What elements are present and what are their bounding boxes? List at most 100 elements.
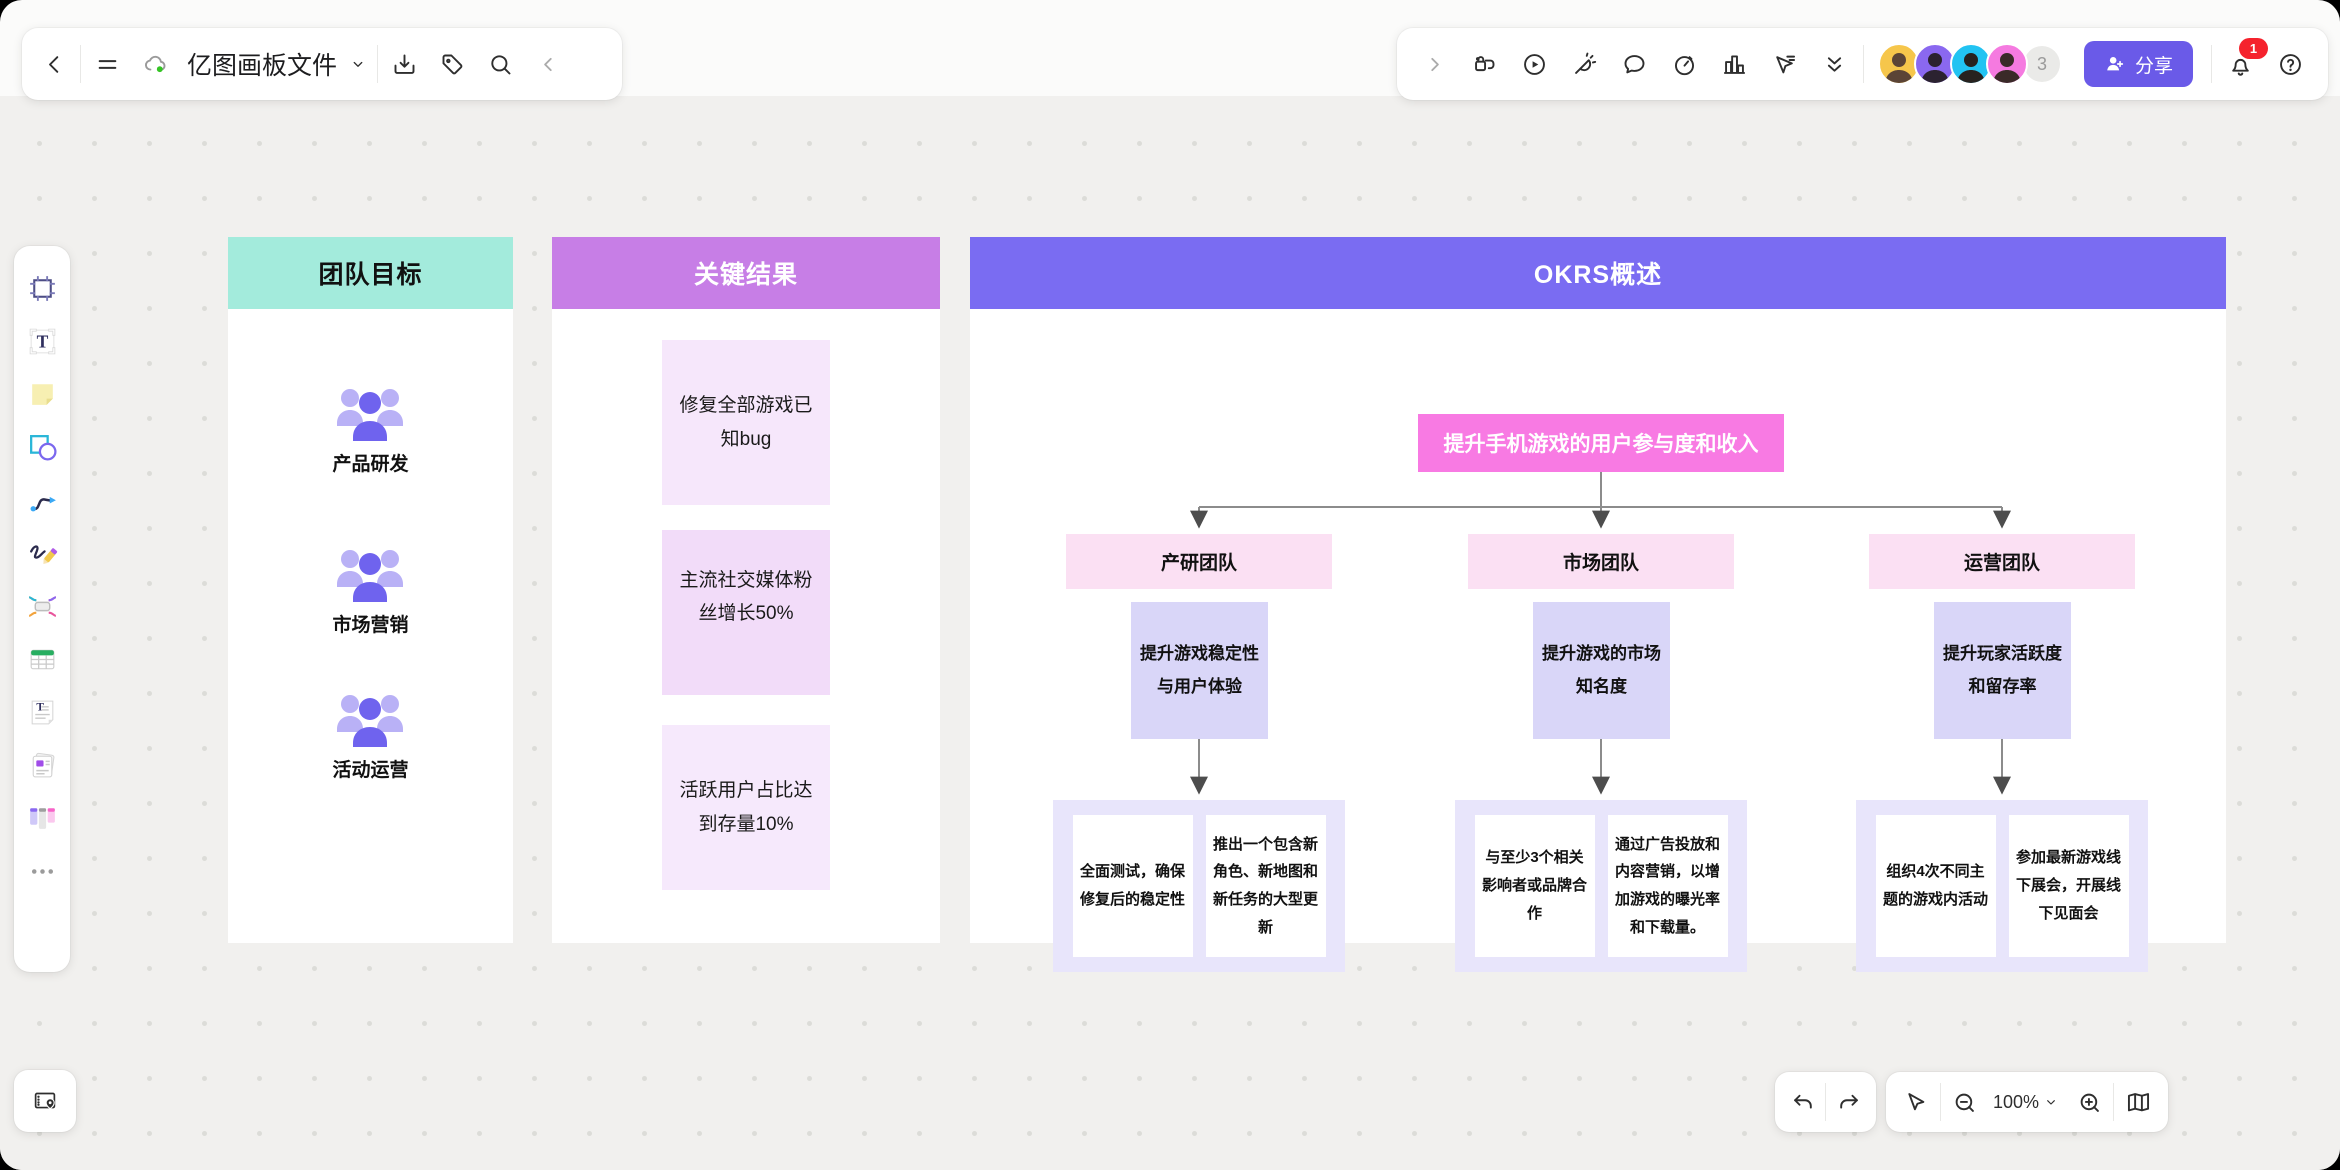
divider bbox=[80, 45, 81, 83]
okr-team-node[interactable]: 市场团队 bbox=[1468, 534, 1734, 589]
avatar[interactable] bbox=[1913, 43, 1956, 85]
okr-team-objective[interactable]: 提升玩家活跃度和留存率 bbox=[1934, 602, 2071, 739]
divider bbox=[377, 45, 379, 83]
divider bbox=[1939, 1083, 1941, 1121]
card-deck-tool-icon[interactable] bbox=[19, 741, 65, 790]
kanban-tool-icon[interactable] bbox=[19, 794, 65, 843]
frame-team-goals-title: 团队目标 bbox=[228, 237, 513, 309]
team-group-icon bbox=[337, 550, 404, 602]
okr-kr-item[interactable]: 组织4次不同主题的游戏内活动 bbox=[1875, 815, 1996, 957]
shape-tool-icon[interactable] bbox=[19, 423, 65, 472]
zoom-caret-down-icon[interactable] bbox=[2043, 1094, 2059, 1110]
team-item-label: 产品研发 bbox=[332, 454, 409, 475]
collaborator-count-badge[interactable]: 3 bbox=[2023, 46, 2060, 82]
collaborator-avatars: 3 bbox=[1877, 43, 2060, 85]
notification-badge: 1 bbox=[2239, 38, 2268, 59]
frame-okrs-title: OKRS概述 bbox=[970, 237, 2226, 309]
mindmap-tool-icon[interactable] bbox=[19, 582, 65, 631]
frame-key-results[interactable]: 关键结果 修复全部游戏已知bug 主流社交媒体粉丝增长50% 活跃用户占比达到存… bbox=[552, 237, 940, 943]
okr-kr-item[interactable]: 通过广告投放和内容营销，以增加游戏的曝光率和下载量。 bbox=[1607, 815, 1728, 957]
sticky-note-icon[interactable] bbox=[19, 370, 65, 419]
okr-team-objective[interactable]: 提升游戏的市场知名度 bbox=[1533, 602, 1670, 739]
share-label: 分享 bbox=[2134, 55, 2173, 77]
cloud-sync-icon[interactable] bbox=[133, 42, 177, 86]
import-icon[interactable] bbox=[382, 42, 426, 86]
map-view-icon[interactable] bbox=[2116, 1080, 2160, 1124]
okr-team-node[interactable]: 运营团队 bbox=[1869, 534, 2135, 589]
okr-kr-item[interactable]: 与至少3个相关影响者或品牌合作 bbox=[1474, 815, 1595, 957]
share-button[interactable]: 分享 bbox=[2083, 41, 2193, 87]
team-item-label: 活动运营 bbox=[332, 760, 409, 781]
undo-redo-bar bbox=[1775, 1072, 1876, 1132]
laser-pointer-icon[interactable] bbox=[1563, 42, 1607, 86]
okr-kr-item[interactable]: 推出一个包含新角色、新地图和新任务的大型更新 bbox=[1205, 815, 1326, 957]
frame-tool-icon[interactable] bbox=[19, 264, 65, 313]
menu-icon[interactable] bbox=[85, 42, 129, 86]
okr-kr-item[interactable]: 参加最新游戏线下展会，开展线下见面会 bbox=[2008, 815, 2129, 957]
key-result-box[interactable]: 活跃用户占比达到存量10% bbox=[662, 725, 830, 890]
okr-kr-group[interactable]: 组织4次不同主题的游戏内活动 参加最新游戏线下展会，开展线下见面会 bbox=[1856, 800, 2148, 972]
cursor-follow-icon[interactable] bbox=[1763, 42, 1807, 86]
okr-team-objective[interactable]: 提升游戏稳定性与用户体验 bbox=[1131, 602, 1268, 739]
back-button[interactable] bbox=[32, 42, 76, 86]
okrs-flowchart: 提升手机游戏的用户参与度和收入 产研团队 市场团队 运营团队 提升游戏稳定性与用… bbox=[970, 309, 2226, 972]
team-item-operations[interactable]: 活动运营 bbox=[332, 687, 409, 782]
team-item-product[interactable]: 产品研发 bbox=[332, 381, 409, 476]
table-tool-icon[interactable] bbox=[19, 635, 65, 684]
note-doc-tool-icon[interactable]: T bbox=[19, 688, 65, 737]
frame-key-results-body: 修复全部游戏已知bug 主流社交媒体粉丝增长50% 活跃用户占比达到存量10% bbox=[552, 309, 940, 890]
zoom-level[interactable]: 100% bbox=[1992, 1091, 2039, 1112]
svg-text:T: T bbox=[36, 332, 48, 352]
team-group-icon bbox=[337, 695, 404, 747]
expand-right-icon[interactable] bbox=[1413, 42, 1457, 86]
team-item-marketing[interactable]: 市场营销 bbox=[332, 542, 409, 637]
frame-team-goals-body: 产品研发 市场营销 活动运营 bbox=[228, 309, 513, 814]
divider bbox=[2113, 1083, 2114, 1121]
notifications-bell-icon[interactable]: 1 bbox=[2218, 38, 2268, 86]
frame-team-goals[interactable]: 团队目标 产品研发 市场营销 bbox=[228, 237, 513, 943]
more-tools-dots-icon[interactable] bbox=[19, 847, 65, 896]
more-tools-icon[interactable] bbox=[1813, 42, 1857, 86]
lock-icon[interactable] bbox=[1463, 42, 1507, 86]
text-tool-icon[interactable]: T bbox=[19, 317, 65, 366]
redo-icon[interactable] bbox=[1826, 1080, 1870, 1124]
help-icon[interactable] bbox=[2268, 42, 2312, 86]
zoom-in-icon[interactable] bbox=[2067, 1080, 2111, 1124]
zoom-out-icon[interactable] bbox=[1943, 1080, 1987, 1124]
comment-icon[interactable] bbox=[1613, 42, 1657, 86]
key-result-box[interactable]: 修复全部游戏已知bug bbox=[662, 340, 830, 505]
present-play-icon[interactable] bbox=[1513, 42, 1557, 86]
key-result-box[interactable]: 主流社交媒体粉丝增长50% bbox=[662, 530, 830, 695]
title-caret-down-icon[interactable] bbox=[343, 42, 373, 86]
frame-okrs-overview[interactable]: OKRS概述 提升手机游戏的 bbox=[970, 237, 2226, 972]
tool-sidebar: T T bbox=[14, 246, 70, 972]
pen-tool-icon[interactable] bbox=[19, 529, 65, 578]
team-item-label: 市场营销 bbox=[332, 615, 409, 636]
okr-main-objective[interactable]: 提升手机游戏的用户参与度和收入 bbox=[1418, 414, 1784, 472]
divider bbox=[1862, 45, 1864, 83]
board-pin-icon bbox=[34, 1092, 56, 1110]
okr-kr-item[interactable]: 全面测试，确保修复后的稳定性 bbox=[1072, 815, 1193, 957]
pointer-tool-icon[interactable] bbox=[1894, 1080, 1938, 1124]
frame-key-results-title: 关键结果 bbox=[552, 237, 940, 309]
avatar[interactable] bbox=[1985, 43, 2028, 85]
tag-icon[interactable] bbox=[430, 42, 474, 86]
okr-kr-group[interactable]: 全面测试，确保修复后的稳定性 推出一个包含新角色、新地图和新任务的大型更新 bbox=[1053, 800, 1345, 972]
okr-team-node[interactable]: 产研团队 bbox=[1066, 534, 1332, 589]
search-icon[interactable] bbox=[478, 42, 522, 86]
team-group-icon bbox=[337, 389, 404, 441]
topbar-right: 3 分享 1 bbox=[1396, 28, 2328, 100]
poll-chart-icon[interactable] bbox=[1713, 42, 1757, 86]
undo-icon[interactable] bbox=[1781, 1080, 1825, 1124]
board-navigator-button[interactable] bbox=[14, 1070, 76, 1132]
okr-connectors bbox=[1190, 472, 2011, 795]
collapse-left-icon[interactable] bbox=[526, 42, 570, 86]
connector-tool-icon[interactable] bbox=[19, 476, 65, 525]
timer-icon[interactable] bbox=[1663, 42, 1707, 86]
divider bbox=[2211, 45, 2212, 83]
document-title[interactable]: 亿图画板文件 bbox=[187, 52, 338, 80]
zoom-bar: 100% bbox=[1885, 1072, 2168, 1132]
divider bbox=[1825, 1083, 1826, 1121]
okr-kr-group[interactable]: 与至少3个相关影响者或品牌合作 通过广告投放和内容营销，以增加游戏的曝光率和下载… bbox=[1455, 800, 1747, 972]
